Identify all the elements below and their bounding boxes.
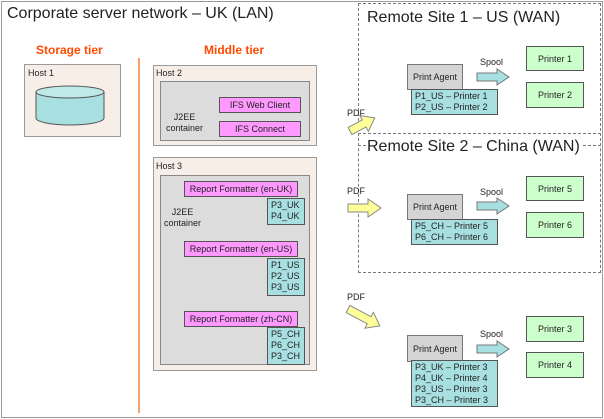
printer-6: Printer 6 bbox=[526, 212, 584, 238]
ifs-connect: IFS Connect bbox=[219, 121, 301, 137]
remote-site-2-title: Remote Site 2 – China (WAN) bbox=[367, 138, 582, 156]
spool-label-3: Spool bbox=[480, 329, 504, 339]
report-formatter-zh-cn: Report Formatter (zh-CN) bbox=[184, 311, 298, 327]
printer-mapping-site-1: P1_US – Printer 1 P2_US – Printer 2 bbox=[411, 89, 498, 115]
queue-list-en-us: P1_US P2_US P3_US bbox=[267, 258, 305, 296]
printer-1: Printer 1 bbox=[526, 46, 584, 71]
tier-separator bbox=[138, 58, 140, 413]
spool-label-2: Spool bbox=[480, 187, 504, 197]
printer-mapping-uk: P3_UK – Printer 3 P4_UK – Printer 4 P3_U… bbox=[411, 360, 498, 407]
pdf-label-2: PDF bbox=[347, 186, 365, 196]
printer-5: Printer 5 bbox=[526, 176, 584, 201]
printer-2: Printer 2 bbox=[526, 82, 584, 108]
host-1-label: Host 1 bbox=[28, 68, 55, 78]
report-formatter-en-uk: Report Formatter (en-UK) bbox=[184, 181, 298, 197]
middle-tier-label: Middle tier bbox=[204, 43, 265, 57]
host-2-label: Host 2 bbox=[156, 68, 183, 78]
ifs-web-client: IFS Web Client bbox=[219, 97, 301, 113]
report-formatter-en-us: Report Formatter (en-US) bbox=[184, 241, 298, 257]
queue-list-zh-cn: P5_CH P6_CH P3_CH bbox=[267, 327, 305, 365]
printer-3: Printer 3 bbox=[526, 316, 584, 342]
spool-label-1: Spool bbox=[480, 57, 504, 67]
host-3-label: Host 3 bbox=[156, 161, 183, 171]
printer-4: Printer 4 bbox=[526, 352, 584, 378]
remote-site-1-title: Remote Site 1 – US (WAN) bbox=[367, 9, 561, 26]
print-agent-site-1: Print Agent bbox=[407, 64, 463, 90]
print-agent-site-2: Print Agent bbox=[407, 194, 463, 220]
queue-list-en-uk: P3_UK P4_UK bbox=[267, 198, 305, 225]
pdf-label-3: PDF bbox=[347, 292, 365, 302]
main-title: Corporate server network – UK (LAN) bbox=[7, 5, 274, 22]
print-agent-uk: Print Agent bbox=[407, 335, 463, 362]
database-icon bbox=[35, 85, 105, 126]
host-2-container-label: J2EE container bbox=[166, 112, 204, 133]
pdf-label-1: PDF bbox=[347, 108, 365, 118]
storage-tier-label: Storage tier bbox=[36, 43, 103, 57]
printer-mapping-site-2: P5_CH – Printer 5 P6_CH – Printer 6 bbox=[411, 219, 498, 245]
host-3-container-label: J2EE container bbox=[164, 207, 202, 228]
